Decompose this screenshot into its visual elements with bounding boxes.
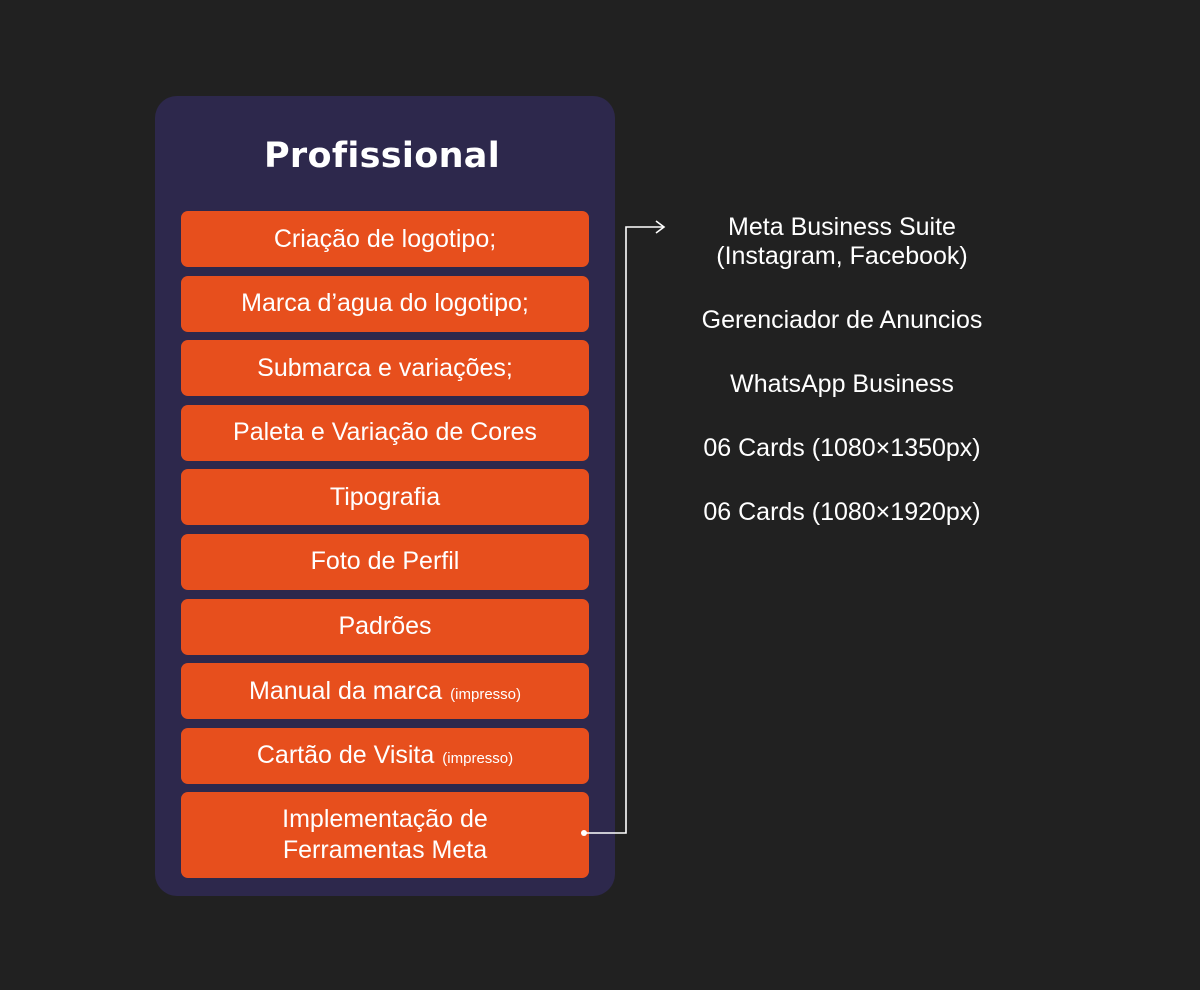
- item-note: (impresso): [450, 685, 521, 703]
- item-label: Cartão de Visita: [256, 741, 435, 770]
- item-label: Padrões: [338, 612, 432, 641]
- item-label-line-2: Ferramentas Meta: [282, 836, 488, 865]
- item-label-line-1: Implementação de: [282, 805, 488, 834]
- panel-title: Profissional: [263, 136, 501, 176]
- item-label: Criação de logotipo;: [273, 224, 497, 253]
- item-label: Submarca e variações;: [257, 353, 513, 382]
- meta-item-business-suite: Meta Business Suite (Instagram, Facebook…: [716, 213, 968, 270]
- item-label: Tipografia: [329, 482, 441, 511]
- item-note: (impresso): [442, 750, 514, 768]
- meta-item-feed-cards: 06 Cards (1080×1350px): [703, 434, 981, 462]
- arrowhead-icon: [655, 220, 666, 234]
- item-brand-manual[interactable]: Manual da marca (impresso): [181, 663, 589, 720]
- item-label: Paleta e Variação de Cores: [233, 418, 537, 447]
- item-logo-creation[interactable]: Criação de logotipo;: [181, 211, 589, 267]
- item-profile-photo[interactable]: Foto de Perfil: [181, 533, 589, 590]
- connector-line: [584, 226, 664, 834]
- item-patterns[interactable]: Padrões: [181, 598, 589, 655]
- meta-tools-list: Meta Business Suite (Instagram, Facebook…: [672, 213, 1012, 527]
- item-label: Marca d’agua do logotipo;: [241, 289, 529, 318]
- item-sub-brand-variations[interactable]: Submarca e variações;: [181, 340, 589, 397]
- item-typography[interactable]: Tipografia: [181, 469, 589, 526]
- meta-item-whatsapp-business: WhatsApp Business: [730, 370, 954, 398]
- meta-item-ads-manager: Gerenciador de Anuncios: [701, 306, 983, 334]
- item-label: Foto de Perfil: [310, 547, 460, 576]
- meta-item-story-cards: 06 Cards (1080×1920px): [703, 498, 981, 526]
- item-business-card[interactable]: Cartão de Visita (impresso): [181, 727, 589, 784]
- item-color-palette[interactable]: Paleta e Variação de Cores: [181, 404, 589, 461]
- item-label: Manual da marca: [249, 676, 443, 705]
- package-items-list: Criação de logotipo; Marca d’agua do log…: [181, 211, 589, 879]
- item-logo-watermark[interactable]: Marca d’agua do logotipo;: [181, 275, 589, 332]
- item-meta-tools-setup[interactable]: Implementação de Ferramentas Meta: [181, 792, 589, 879]
